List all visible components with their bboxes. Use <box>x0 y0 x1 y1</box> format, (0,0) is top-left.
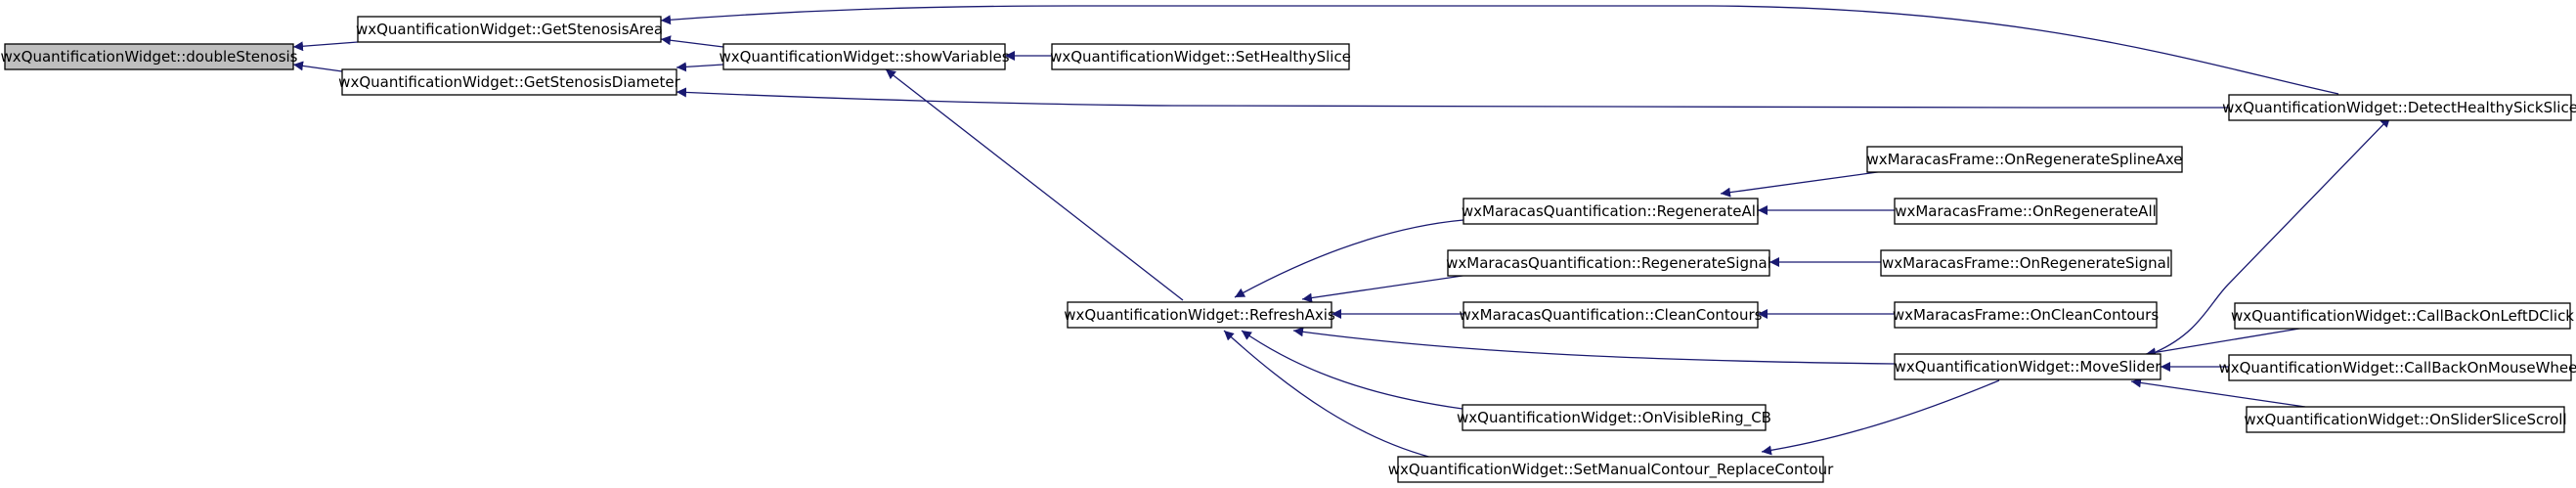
node-box <box>1894 301 2158 329</box>
node-label: wxMaracasQuantification::RegenerateSigna… <box>1446 254 1771 272</box>
node-wxquantificationwidget-getstenosisarea[interactable]: wxQuantificationWidget::GetStenosisArea <box>356 16 663 43</box>
node-label: wxQuantificationWidget::doubleStenosis <box>1 48 298 66</box>
node-label: wxQuantificationWidget::MoveSlider <box>1895 358 2162 376</box>
edge-regenerateall-to-refreshaxis <box>1234 219 1464 298</box>
node-box <box>1462 404 1767 431</box>
node-box <box>1463 198 1759 225</box>
edge-onvisiblering-to-refreshaxis <box>1241 330 1463 410</box>
node-label: wxMaracasQuantification::CleanContours <box>1460 306 1763 324</box>
node-box <box>341 68 677 96</box>
node-label: wxQuantificationWidget::OnSliderSliceScr… <box>2244 411 2566 428</box>
node-wxquantificationwidget-showvariables[interactable]: wxQuantificationWidget::showVariables <box>719 43 1010 70</box>
node-box <box>1447 249 1770 277</box>
node-box <box>2234 302 2571 330</box>
node-wxmaracasquantification-regeneratesignal[interactable]: wxMaracasQuantification::RegenerateSigna… <box>1446 249 1771 277</box>
node-wxquantificationwidget-sethealthyslice[interactable]: wxQuantificationWidget::SetHealthySlice <box>1050 43 1351 70</box>
node-box <box>1463 301 1759 329</box>
edge-getstenosisdiameter-to-doublestenosis <box>292 61 343 72</box>
node-wxquantificationwidget-onvisiblering-cb[interactable]: wxQuantificationWidget::OnVisibleRing_CB <box>1457 404 1771 431</box>
node-label: wxMaracasFrame::OnRegenerateSignal <box>1882 254 2170 272</box>
node-box <box>357 16 662 43</box>
edge-onregeneratesplineaxe-to-regenerateall <box>1720 169 1893 198</box>
node-wxquantificationwidget-setmanualcontour-replacecontour[interactable]: wxQuantificationWidget::SetManualContour… <box>1388 456 1834 483</box>
node-wxmaracasframe-onregeneratesplineaxe[interactable]: wxMaracasFrame::OnRegenerateSplineAxe <box>1866 146 2183 173</box>
node-wxmaracasframe-onregeneratesignal[interactable]: wxMaracasFrame::OnRegenerateSignal <box>1880 249 2172 277</box>
edge-setmanualcontour-to-refreshaxis <box>1223 330 1441 461</box>
node-wxmaracasframe-oncleancontours[interactable]: wxMaracasFrame::OnCleanContours <box>1893 301 2160 329</box>
edge-showvariables-to-getstenosisdiameter <box>676 62 724 72</box>
node-label: wxMaracasFrame::OnCleanContours <box>1893 306 2160 324</box>
edge-detecthealthysickslice-to-getstenosisarea <box>660 5 2339 95</box>
node-box <box>1067 301 1332 329</box>
edge-onsliderslicescroll-to-moveslider <box>2130 377 2306 408</box>
node-box <box>722 43 1006 70</box>
edge-getstenosisarea-to-doublestenosis <box>292 41 359 52</box>
node-wxquantificationwidget-refreshaxis[interactable]: wxQuantificationWidget::RefreshAxis <box>1064 301 1335 329</box>
node-wxquantificationwidget-callbackonleftdclick[interactable]: wxQuantificationWidget::CallBackOnLeftDC… <box>2231 302 2574 330</box>
node-box <box>2246 406 2565 433</box>
node-box <box>1051 43 1350 70</box>
node-box <box>1880 249 2172 277</box>
node-label: wxQuantificationWidget::OnVisibleRing_CB <box>1457 409 1771 427</box>
node-wxquantificationwidget-moveslider[interactable]: wxQuantificationWidget::MoveSlider <box>1894 353 2162 380</box>
node-label: wxQuantificationWidget::GetStenosisDiame… <box>338 73 680 91</box>
node-box <box>1397 456 1824 483</box>
node-label: wxMaracasFrame::OnRegenerateAll <box>1895 202 2157 220</box>
node-label: wxQuantificationWidget::SetManualContour… <box>1388 461 1834 479</box>
node-label: wxQuantificationWidget::CallBackOnLeftDC… <box>2231 307 2574 325</box>
node-wxquantificationwidget-onsliderslicescroll[interactable]: wxQuantificationWidget::OnSliderSliceScr… <box>2244 406 2567 433</box>
node-label: wxQuantificationWidget::SetHealthySlice <box>1050 48 1351 66</box>
node-layer: wxQuantificationWidget::doubleStenosiswx… <box>1 16 2576 483</box>
node-label: wxQuantificationWidget::GetStenosisArea <box>356 21 663 38</box>
node-wxquantificationwidget-getstenosisdiameter[interactable]: wxQuantificationWidget::GetStenosisDiame… <box>338 68 681 96</box>
node-box <box>2228 94 2572 121</box>
edge-layer <box>292 5 2391 461</box>
edge-detecthealthysickslice-to-getstenosisdiameter <box>676 87 2230 109</box>
edge-moveslider-to-refreshaxis <box>1292 327 1896 365</box>
node-label: wxMaracasFrame::OnRegenerateSplineAxe <box>1867 151 2183 168</box>
node-label: wxQuantificationWidget::RefreshAxis <box>1064 306 1335 324</box>
edge-callbackonleftdclick-to-moveslider <box>2145 327 2306 358</box>
node-box <box>1894 353 2161 380</box>
node-wxquantificationwidget-detecthealthysickslice[interactable]: wxQuantificationWidget::DetectHealthySic… <box>2222 94 2576 121</box>
edge-moveslider-to-setmanualcontour <box>1761 379 2000 456</box>
node-box <box>1866 146 2183 173</box>
node-wxquantificationwidget-callbackonmousewheel[interactable]: wxQuantificationWidget::CallBackOnMouseW… <box>2218 354 2576 381</box>
node-box <box>4 43 294 70</box>
node-label: wxQuantificationWidget::CallBackOnMouseW… <box>2218 359 2576 377</box>
node-label: wxMaracasQuantification::RegenerateAll <box>1462 202 1760 220</box>
node-wxmaracasquantification-cleancontours[interactable]: wxMaracasQuantification::CleanContours <box>1460 301 1763 329</box>
node-wxmaracasframe-onregenerateall[interactable]: wxMaracasFrame::OnRegenerateAll <box>1894 198 2158 225</box>
node-label: wxQuantificationWidget::showVariables <box>719 48 1009 66</box>
edge-refreshaxis-to-showvariables <box>885 68 1184 301</box>
node-wxmaracasquantification-regenerateall[interactable]: wxMaracasQuantification::RegenerateAll <box>1462 198 1760 225</box>
node-box <box>1894 198 2158 225</box>
node-wxquantificationwidget-doublestenosis[interactable]: wxQuantificationWidget::doubleStenosis <box>1 43 298 70</box>
node-label: wxQuantificationWidget::DetectHealthySic… <box>2222 99 2576 116</box>
edge-moveslider-to-detecthealthysickslice <box>2155 116 2391 353</box>
edge-showvariables-to-getstenosisarea <box>660 35 724 48</box>
node-box <box>2228 354 2572 381</box>
